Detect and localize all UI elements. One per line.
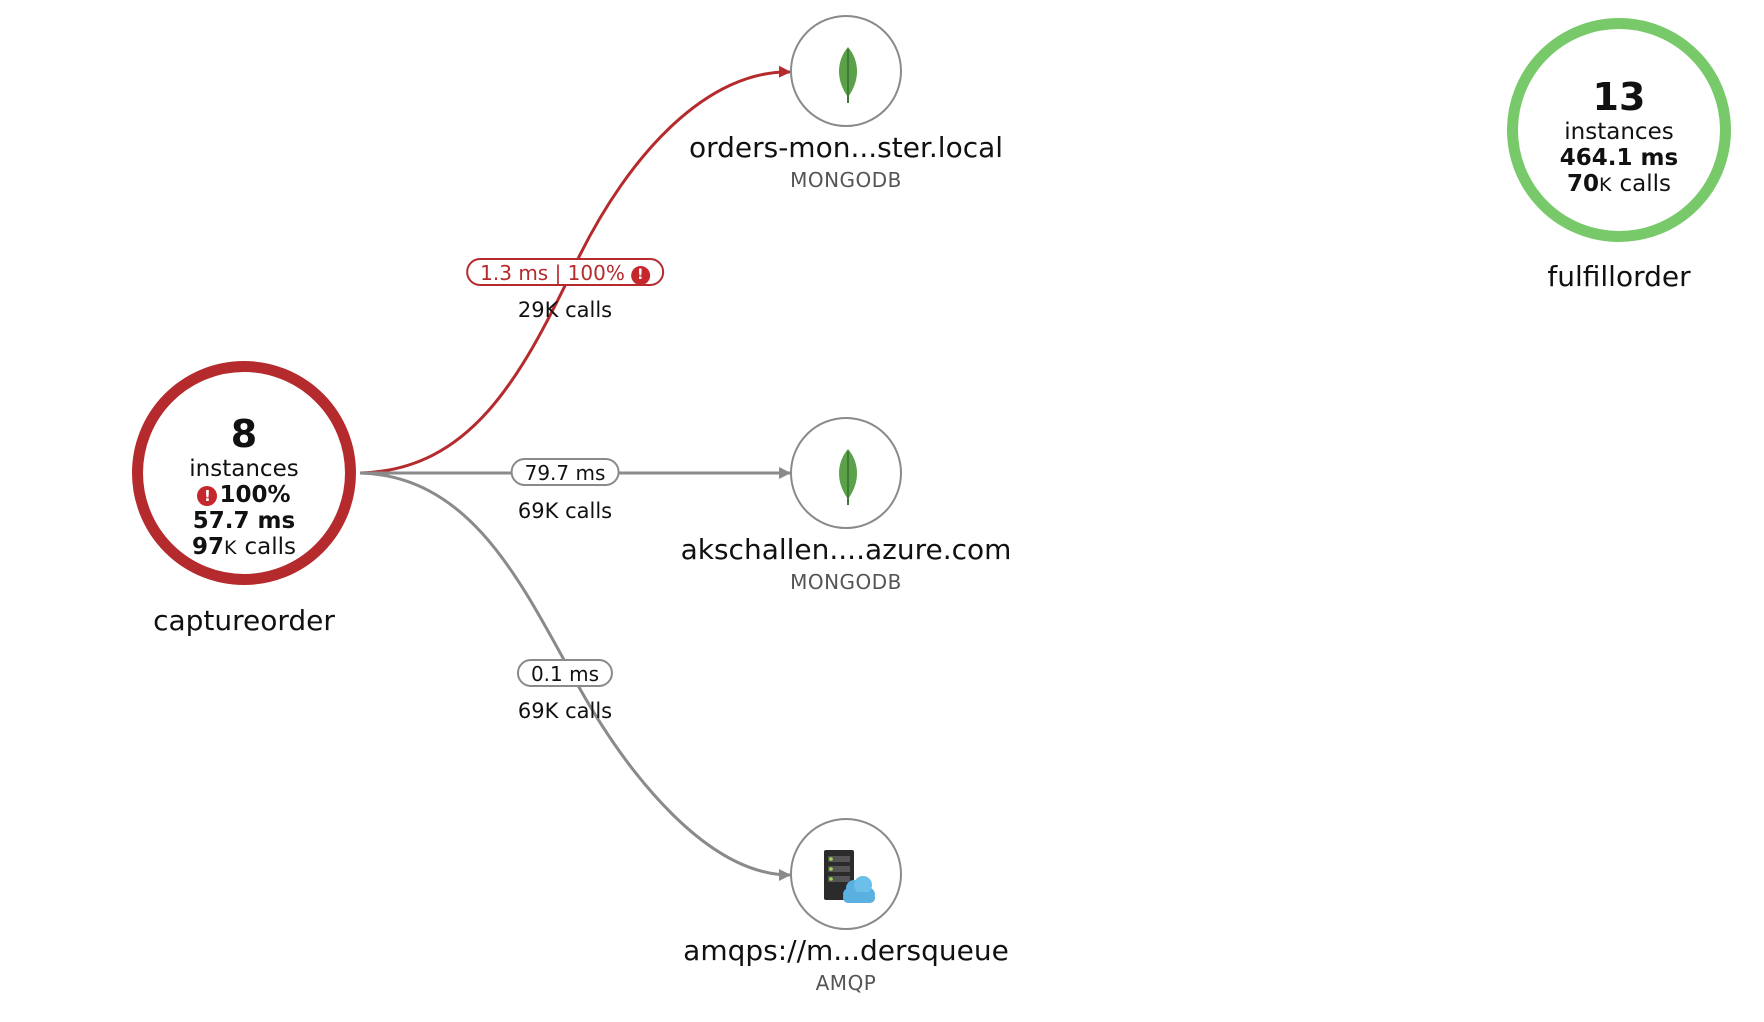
dependency-name-orders-mongo[interactable]: orders-mon...ster.local — [688, 131, 1004, 164]
dependency-node-orders-mongo[interactable] — [790, 15, 902, 127]
edge-calls-akschallen-mongo: 69K calls — [517, 499, 613, 523]
error-icon: ! — [630, 266, 650, 285]
call-count: 97K calls — [191, 534, 296, 560]
avg-duration: 57.7 ms — [192, 508, 296, 534]
error-rate: !100% — [143, 482, 345, 508]
dependency-node-akschallen-mongo[interactable] — [790, 417, 902, 529]
service-node-captureorder[interactable]: 8 instances !100% 57.7 ms 97K calls — [132, 361, 356, 585]
avg-duration: 464.1 ms — [1559, 145, 1679, 171]
mongodb-leaf-icon — [839, 47, 857, 103]
server-cloud-icon — [824, 850, 875, 903]
mongodb-leaf-icon — [839, 449, 857, 505]
instances-label: instances — [189, 456, 299, 482]
instance-count: 13 — [1592, 75, 1646, 119]
service-node-fulfillorder[interactable]: 13 instances 464.1 ms 70K calls — [1507, 18, 1731, 242]
instances-label: instances — [1564, 119, 1674, 145]
edge-label-amqp[interactable]: 0.1 ms — [516, 659, 614, 687]
service-name-fulfillorder[interactable]: fulfillorder — [1547, 260, 1691, 293]
dependency-name-amqp[interactable]: amqps://m...dersqueue — [683, 934, 1009, 967]
instance-count: 8 — [230, 412, 258, 456]
edge-calls-orders-mongo: 29K calls — [517, 298, 613, 322]
edge-calls-amqp: 69K calls — [517, 699, 613, 723]
dependency-name-akschallen-mongo[interactable]: akschallen....azure.com — [680, 533, 1012, 566]
dependency-node-amqp[interactable] — [790, 818, 902, 930]
service-name-captureorder[interactable]: captureorder — [153, 604, 335, 637]
edge-label-orders-mongo[interactable]: 1.3 ms | 100%! — [466, 258, 664, 286]
edge-label-akschallen-mongo[interactable]: 79.7 ms — [510, 458, 620, 486]
dependency-type-orders-mongo: MONGODB — [790, 168, 902, 192]
call-count: 70K calls — [1566, 171, 1671, 197]
error-icon: ! — [197, 486, 218, 506]
dependency-type-amqp: AMQP — [815, 971, 877, 995]
dependency-type-akschallen-mongo: MONGODB — [790, 570, 902, 594]
